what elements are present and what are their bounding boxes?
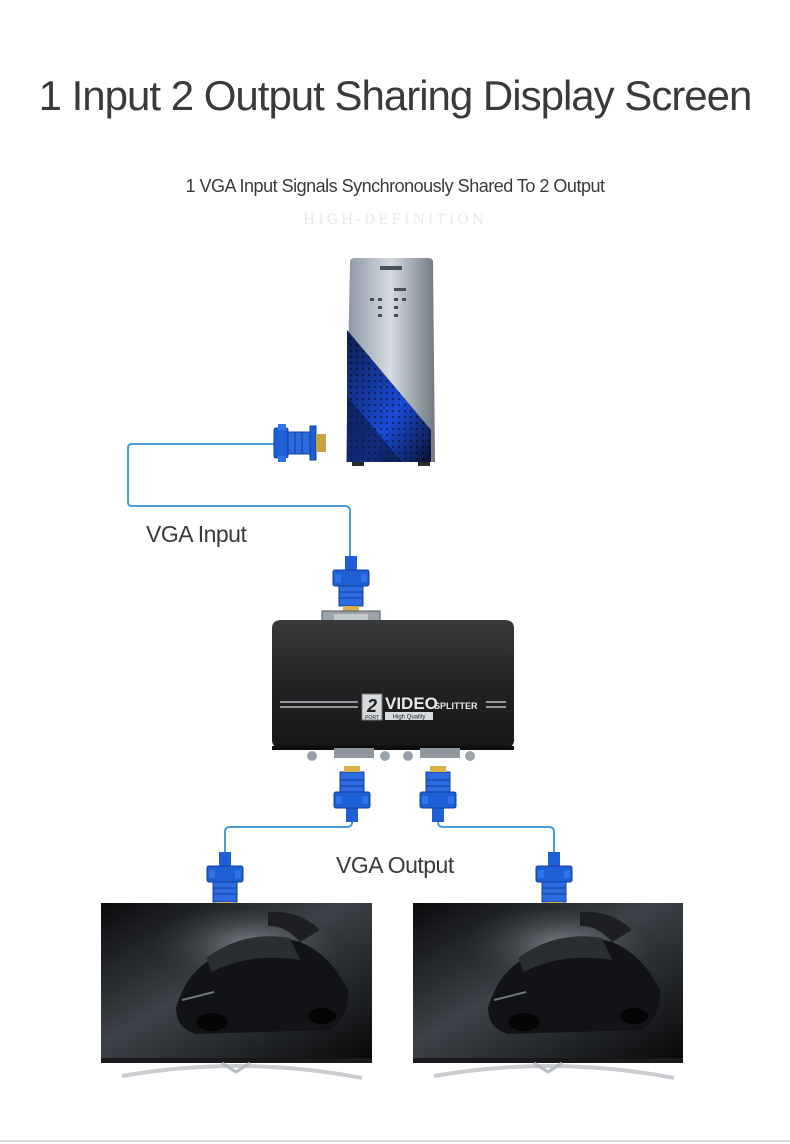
vga-connector-pc [273, 424, 326, 462]
splitter-brand-main: VIDEO [385, 694, 438, 713]
watermark-text: HIGH-DEFINITION [303, 212, 487, 228]
car-image-right [488, 911, 661, 1034]
splitter-quality: High Quality [393, 715, 426, 721]
video-splitter [272, 610, 514, 750]
bottom-divider [0, 1140, 790, 1142]
vga-connector-splitter-input [332, 555, 370, 613]
vga-connector-monitor-right [535, 851, 573, 909]
splitter-badge-port: PORT [365, 715, 379, 721]
monitor-right [413, 903, 683, 1080]
splitter-output-ports [307, 748, 475, 761]
vga-input-label: VGA Input [146, 521, 247, 547]
vga-connector-output-left [333, 765, 371, 823]
car-image-left [176, 911, 349, 1034]
cable-output-left [224, 808, 353, 852]
cable-input [127, 443, 351, 556]
splitter-badge-number: 2 [366, 696, 377, 716]
vga-output-label: VGA Output [336, 852, 454, 878]
splitter-brand-sub: SPLITTER [434, 701, 478, 711]
page-title: 1 Input 2 Output Sharing Display Screen [38, 72, 753, 119]
vga-connector-monitor-left [206, 851, 244, 909]
splitter-quality-plate [385, 712, 433, 720]
pc-tower [346, 258, 435, 466]
vga-connector-output-right [419, 765, 457, 823]
page-subtitle: 1 VGA Input Signals Synchronously Shared… [185, 176, 605, 196]
monitor-left [101, 903, 372, 1080]
cable-output-right [437, 808, 555, 852]
